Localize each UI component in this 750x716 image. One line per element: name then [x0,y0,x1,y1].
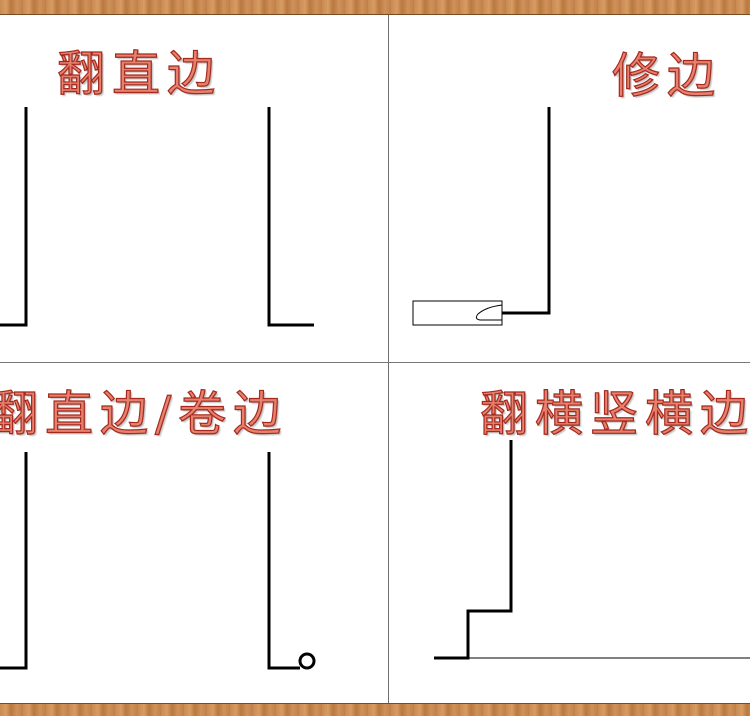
straight-flange-profile-left [0,107,28,327]
title-top-left: 翻直边 [56,45,223,102]
wood-frame-top [0,0,750,15]
title-top-right: 修边 [611,47,723,104]
horizontal-divider [0,362,750,363]
title-bottom-left: 翻直边/卷边 [0,385,289,442]
vertical-divider [388,15,389,704]
curl-edge-roll [298,652,316,670]
title-bottom-right: 翻横竖横边 [479,385,750,442]
flange-curl-profile-right [267,452,300,670]
step-flange-profile [434,440,513,660]
trim-profile-line [502,107,551,315]
trim-cutter-block [412,300,503,326]
flange-curl-profile-left [0,452,28,670]
wood-frame-bottom [0,703,750,716]
trim-cutter-blade [475,304,503,321]
straight-flange-profile-right [267,107,314,327]
